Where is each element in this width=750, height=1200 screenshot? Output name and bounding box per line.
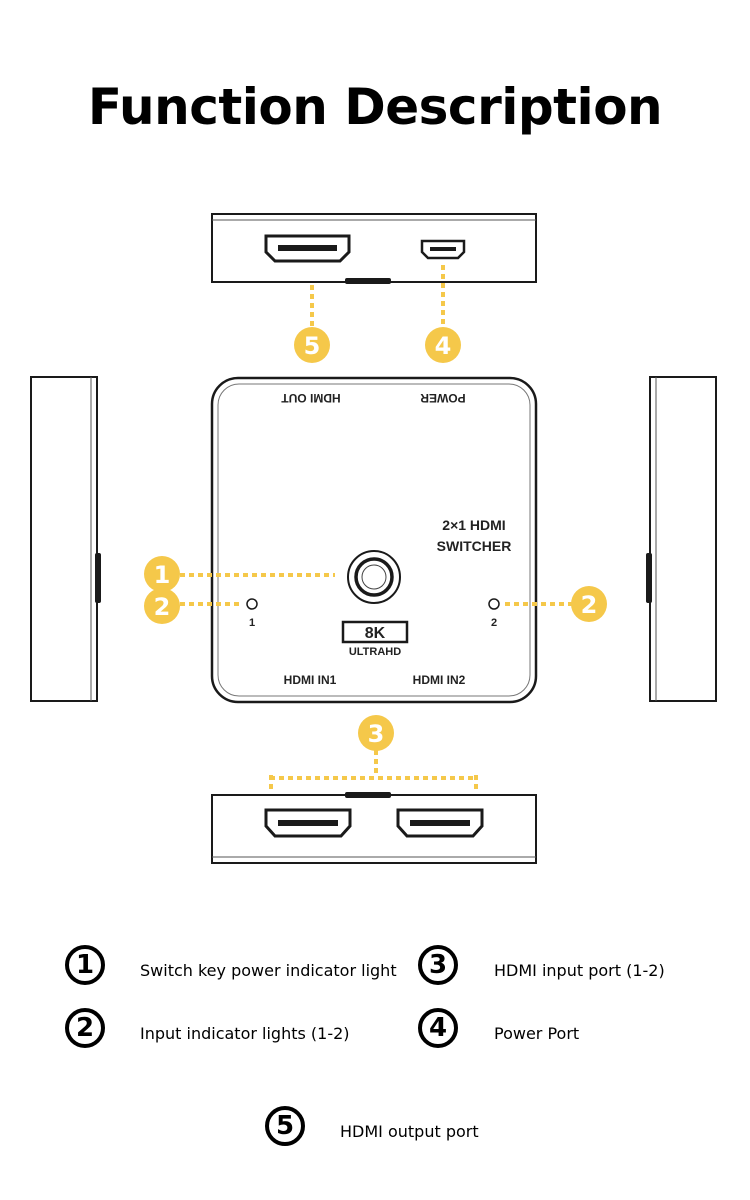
marker-2-right: 2 bbox=[571, 586, 607, 622]
svg-text:1: 1 bbox=[154, 561, 171, 589]
leader-lines bbox=[180, 265, 572, 790]
ultrahd-label: ULTRAHD bbox=[349, 646, 401, 658]
hdmi-out-port-icon bbox=[264, 234, 351, 263]
svg-text:4: 4 bbox=[435, 332, 452, 360]
svg-text:5: 5 bbox=[304, 332, 321, 360]
led-1-icon bbox=[246, 598, 258, 610]
label-hdmi-in1: HDMI IN1 bbox=[284, 673, 337, 687]
label-power: POWER bbox=[420, 391, 466, 405]
8k-badge: 8K ULTRAHD bbox=[341, 620, 409, 658]
model-name-line2: SWITCHER bbox=[437, 538, 512, 554]
legend-text-1: Switch key power indicator light bbox=[140, 961, 397, 980]
legend-num-3: 3 bbox=[418, 945, 458, 985]
hdmi-in1-port-icon bbox=[264, 808, 352, 838]
front-face: HDMI OUT POWER 2×1 HDMI SWITCHER 1 2 8K … bbox=[210, 376, 538, 704]
hdmi-in2-port-icon bbox=[396, 808, 484, 838]
led-1-label: 1 bbox=[249, 617, 255, 629]
marker-5: 5 bbox=[294, 327, 330, 363]
model-name-line1: 2×1 HDMI bbox=[442, 517, 505, 533]
marker-2-left: 2 bbox=[144, 588, 180, 624]
legend-text-5: HDMI output port bbox=[340, 1122, 479, 1141]
svg-text:3: 3 bbox=[368, 720, 385, 748]
page-title: Function Description bbox=[87, 78, 663, 136]
marker-1: 1 bbox=[144, 556, 180, 592]
led-2-icon bbox=[488, 598, 500, 610]
switch-button[interactable] bbox=[347, 550, 401, 604]
svg-text:8K: 8K bbox=[365, 625, 386, 642]
marker-3: 3 bbox=[358, 715, 394, 751]
svg-text:2: 2 bbox=[154, 593, 171, 621]
top-side-view bbox=[211, 213, 537, 284]
legend-text-3: HDMI input port (1-2) bbox=[494, 961, 665, 980]
label-hdmi-in2: HDMI IN2 bbox=[413, 673, 466, 687]
bottom-side-view bbox=[211, 792, 537, 864]
legend-num-4: 4 bbox=[418, 1008, 458, 1048]
label-hdmi-out: HDMI OUT bbox=[281, 391, 341, 405]
legend-text-4: Power Port bbox=[494, 1024, 580, 1043]
legend-num-2: 2 bbox=[65, 1008, 105, 1048]
led-2-label: 2 bbox=[491, 617, 497, 629]
legend-num-5: 5 bbox=[265, 1106, 305, 1146]
marker-4: 4 bbox=[425, 327, 461, 363]
right-side-view bbox=[646, 376, 717, 702]
legend-text-2: Input indicator lights (1-2) bbox=[140, 1024, 350, 1043]
micro-usb-port-icon bbox=[420, 239, 466, 260]
legend-num-1: 1 bbox=[65, 945, 105, 985]
svg-text:2: 2 bbox=[581, 591, 598, 619]
left-side-view bbox=[30, 376, 101, 702]
